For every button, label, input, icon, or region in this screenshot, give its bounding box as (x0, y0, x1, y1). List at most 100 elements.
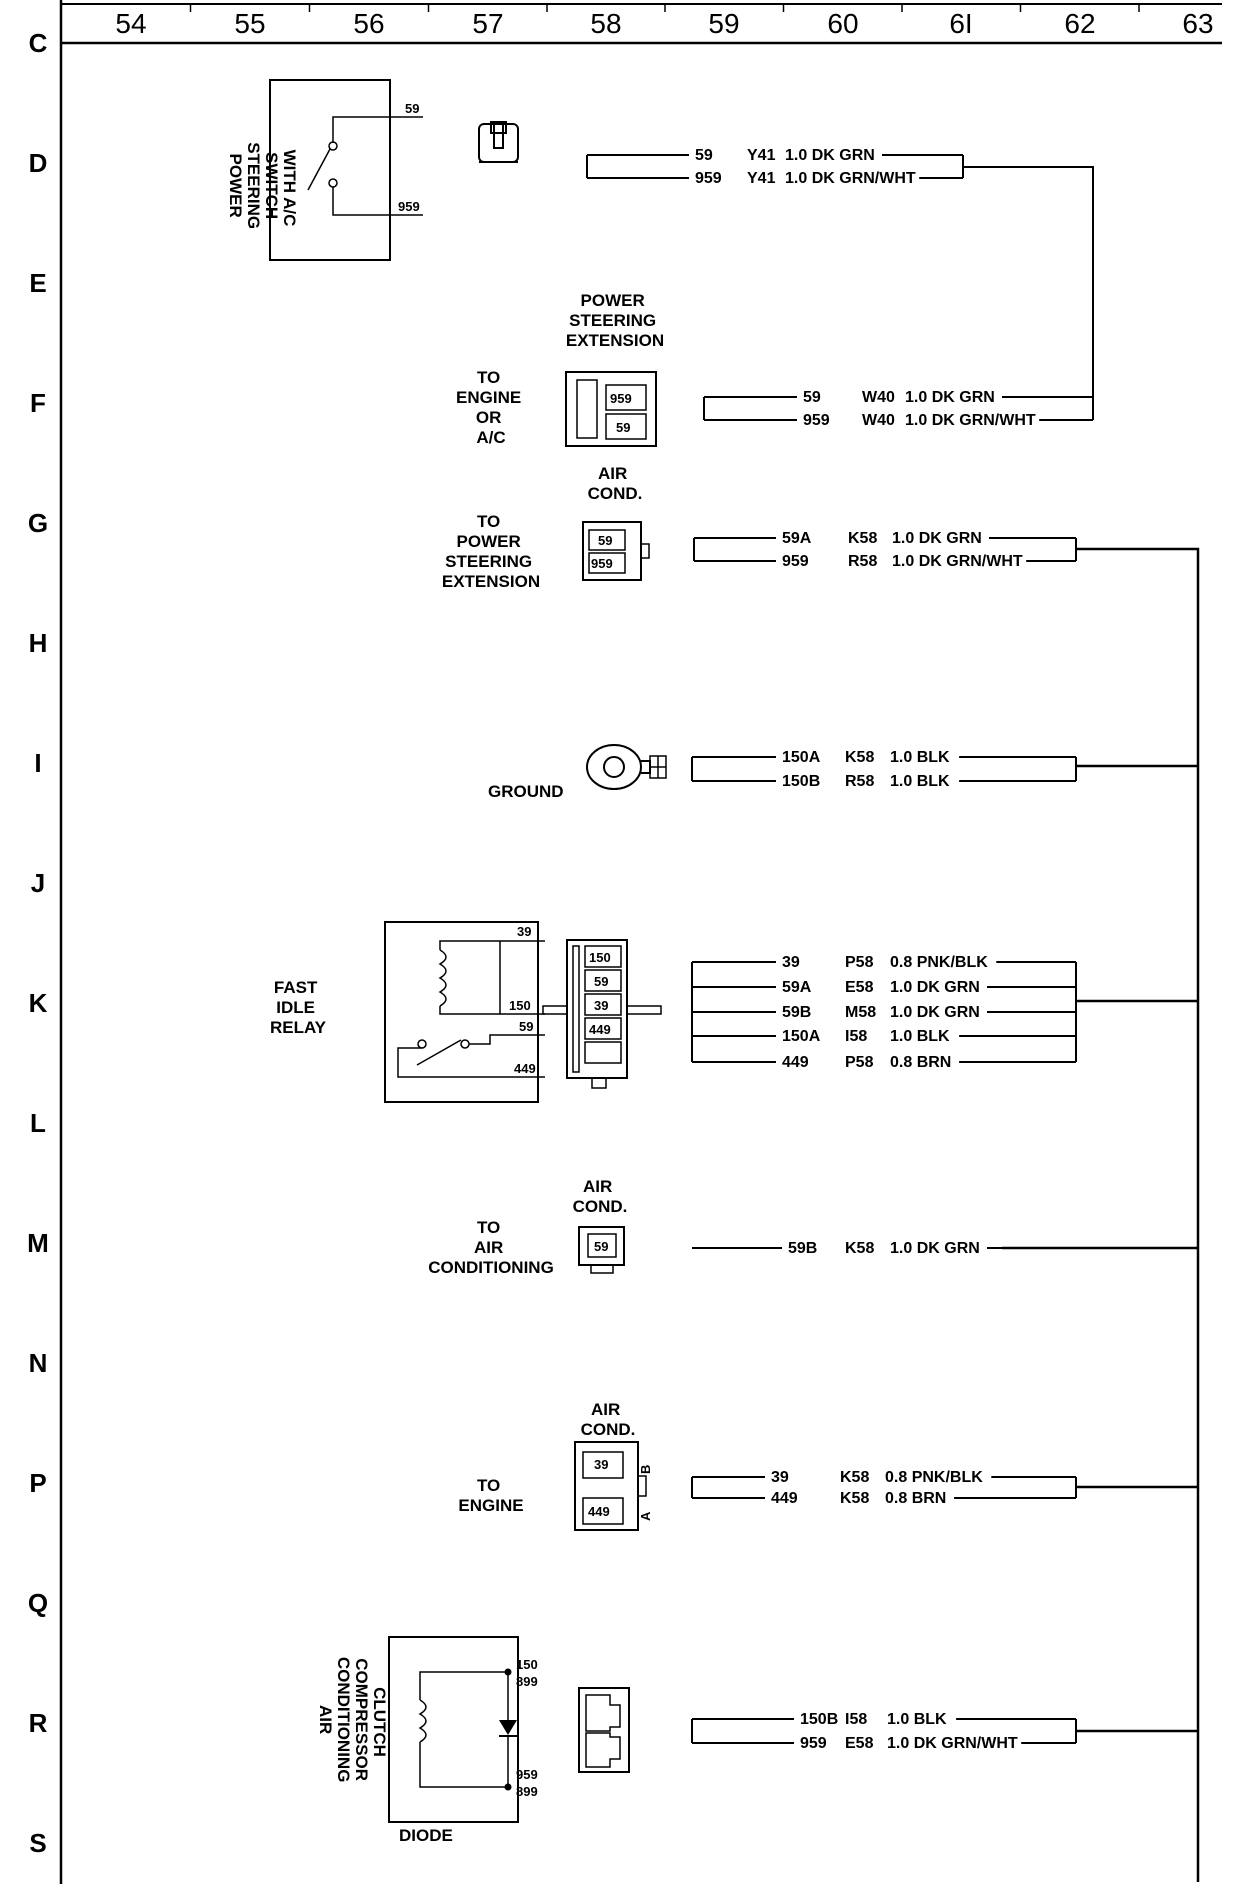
wire-location-label: K58 (845, 1240, 874, 1257)
air-cond-connector-2: AIR COND. TO AIR CONDITIONING 59 (428, 1177, 627, 1277)
ps-switch-label-3: SWITCH (262, 152, 281, 219)
air-cond-3-title-1: AIR (591, 1400, 620, 1419)
column-label: 54 (115, 8, 146, 39)
ac2-pin-59: 59 (594, 1239, 608, 1254)
to-ps-ext-4: EXTENSION (442, 572, 540, 591)
wire-circuit-label: 449 (771, 1490, 798, 1507)
ps-switch-label-1: POWER (226, 154, 245, 218)
clutch-label-4: CLUTCH (370, 1687, 389, 1757)
to-ps-ext-1: TO (477, 512, 500, 531)
to-ps-ext-3: STEERING (445, 552, 532, 571)
wire-spec-label: 1.0 DK GRN (890, 1240, 980, 1257)
wire-location-label: K58 (848, 530, 877, 547)
wire-location-label: M58 (845, 1004, 876, 1021)
to-air-cond-1: TO (477, 1218, 500, 1237)
svg-text:FAST IDLE RELAY: FAST IDLE RELAY (270, 978, 327, 1037)
ac1-pin-59: 59 (598, 533, 612, 548)
clutch-pin-899-bottom: 899 (516, 1784, 538, 1799)
air-cond-2-title-2: COND. (573, 1197, 628, 1216)
relay-pin-39: 39 (517, 924, 531, 939)
wire-location-label: E58 (845, 1735, 874, 1752)
ground-terminal: GROUND (488, 744, 667, 801)
clutch-pin-959: 959 (516, 1767, 538, 1782)
svg-text:POWER STEERING EXT: POWER STEERING EXTENSION (566, 291, 664, 350)
wire-circuit-label: 959 (782, 553, 809, 570)
air-cond-3-title-2: COND. (581, 1420, 636, 1439)
column-label: 57 (472, 8, 503, 39)
wire-location-label: Y41 (747, 147, 776, 164)
to-engine-ac-3: OR (476, 408, 502, 427)
diagram-frame (59, 0, 1222, 1884)
power-steering-extension: POWER STEERING EXTENSION TO ENGINE OR A/… (456, 291, 664, 447)
wire-spec-label: 1.0 DK GRN/WHT (905, 412, 1036, 429)
wire-spec-label: 1.0 DK GRN (890, 1004, 980, 1021)
svg-text:TO ENGINE OR: TO ENGINE OR A/C (456, 368, 526, 447)
wire-spec-label: 1.0 BLK (890, 773, 950, 790)
wire-location-label: I58 (845, 1028, 867, 1045)
wire-location-label: Y41 (747, 170, 776, 187)
wire-spec-label: 1.0 BLK (887, 1711, 947, 1728)
clutch-pin-899-top: 899 (516, 1674, 538, 1689)
wire-circuit-label: 150B (782, 773, 820, 790)
ps-ext-title-1: POWER (581, 291, 645, 310)
to-engine-ac-2: ENGINE (456, 388, 521, 407)
row-label: J (31, 868, 45, 898)
row-label: C (29, 28, 48, 58)
wire-circuit-label: 39 (771, 1469, 789, 1486)
svg-text:POWER STEERING SWI: POWER STEERING SWITCH WITH A/C (226, 142, 299, 234)
clutch-connector-icon (578, 1687, 630, 1773)
fast-idle-relay: FAST IDLE RELAY 39 150 59 449 (270, 921, 545, 1103)
row-label: D (29, 148, 48, 178)
relay-conn-pin-59: 59 (594, 974, 608, 989)
wire-circuit-label: 150A (782, 749, 821, 766)
ground-label: GROUND (488, 782, 564, 801)
ps-switch-label-2: STEERING (244, 142, 263, 229)
wire-circuit-label: 959 (803, 412, 830, 429)
wire-location-label: K58 (845, 749, 874, 766)
wire-spec-label: 1.0 BLK (890, 1028, 950, 1045)
relay-pin-59: 59 (519, 1019, 533, 1034)
ac-compressor-clutch: AIR CONDITIONING COMPRESSOR CLUTCH 150 8… (316, 1636, 538, 1845)
wire-circuit-label: 150B (800, 1711, 838, 1728)
wire-circuit-label: 59A (782, 530, 812, 547)
ps-ext-title-3: EXTENSION (566, 331, 664, 350)
wire-location-label: W40 (862, 389, 895, 406)
wire-circuit-label: 150A (782, 1028, 821, 1045)
wire-location-label: P58 (845, 1054, 874, 1071)
ps-switch-connector-icon (478, 121, 519, 163)
wire-spec-label: 1.0 DK GRN (890, 979, 980, 996)
diode-label: DIODE (399, 1826, 453, 1845)
wire-circuit-label: 39 (782, 954, 800, 971)
air-cond-1-title-2: COND. (588, 484, 643, 503)
wire-circuit-label: 59 (695, 147, 713, 164)
row-label: H (29, 628, 48, 658)
row-label: F (30, 388, 46, 418)
to-engine-ac-1: TO (477, 368, 500, 387)
row-label: Q (28, 1588, 48, 1618)
wire-spec-label: 1.0 DK GRN (905, 389, 995, 406)
wire-spec-label: 1.0 DK GRN (785, 147, 875, 164)
row-label: K (29, 988, 48, 1018)
wire-location-label: K58 (840, 1469, 869, 1486)
wire-spec-label: 1.0 DK GRN/WHT (887, 1735, 1018, 1752)
ac3-pin-449: 449 (588, 1504, 610, 1519)
column-label: 60 (827, 8, 858, 39)
svg-text:AIR COND.: AIR COND. (581, 1400, 636, 1439)
row-label: N (29, 1348, 48, 1378)
ac3-side-b: B (638, 1465, 653, 1474)
power-steering-switch: POWER STEERING SWITCH WITH A/C 59 959 (226, 79, 423, 261)
row-label: M (27, 1228, 49, 1258)
row-label: S (29, 1828, 46, 1858)
clutch-label-3: COMPRESSOR (352, 1658, 371, 1781)
wire-location-label: K58 (840, 1490, 869, 1507)
wire-spec-label: 0.8 PNK/BLK (890, 954, 988, 971)
wire-circuit-label: 959 (695, 170, 722, 187)
clutch-label-1: AIR (316, 1705, 335, 1734)
column-label: 63 (1182, 8, 1213, 39)
wiring-harness (586, 154, 1200, 1882)
row-label: G (28, 508, 48, 538)
to-air-cond-2: AIR (474, 1238, 503, 1257)
relay-label-3: RELAY (270, 1018, 327, 1037)
relay-label-2: IDLE (276, 998, 315, 1017)
